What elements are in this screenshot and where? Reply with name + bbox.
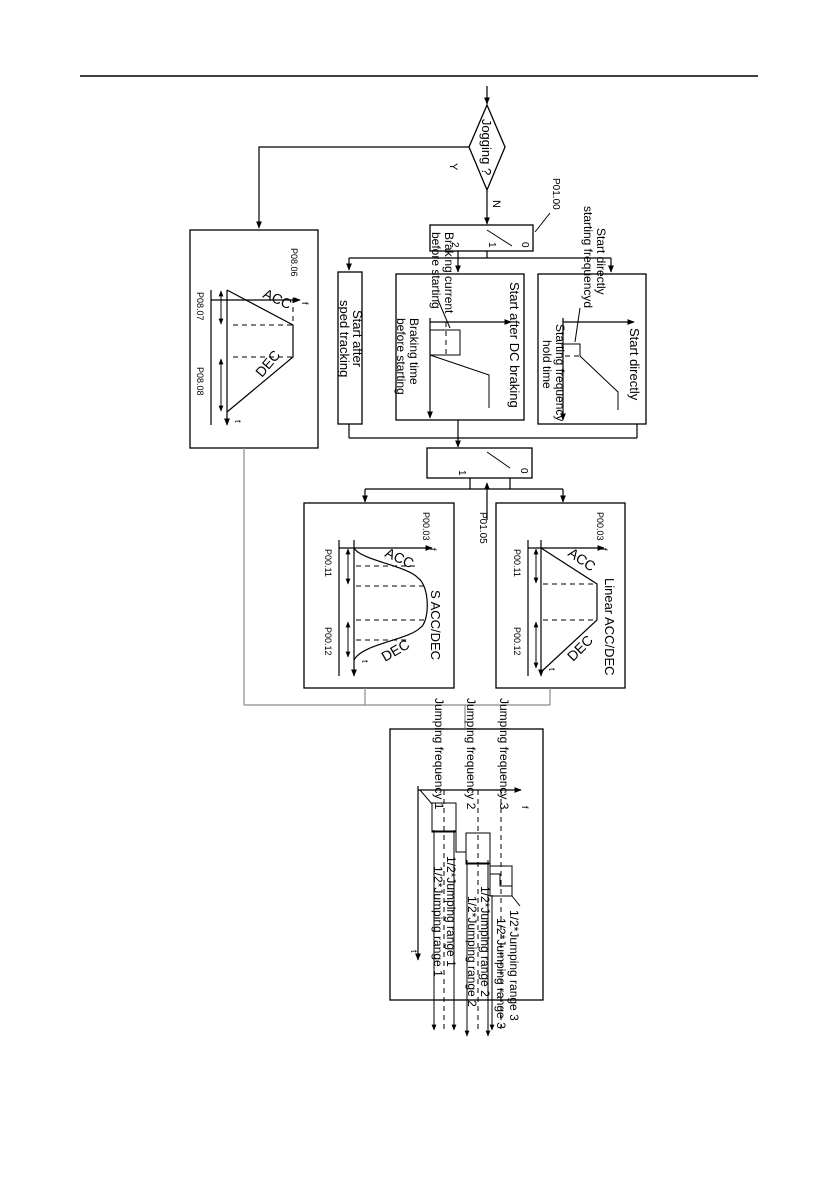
direct-hold-line2: hold time: [540, 340, 554, 389]
switch-two-label: 2: [449, 242, 460, 248]
lin-f-label: f: [599, 548, 609, 551]
jump-freq-2-label: Jumping frequency 2: [464, 698, 478, 810]
dc-time-line1: Braking time: [407, 318, 421, 385]
dc-current-line2: before starting: [429, 232, 443, 309]
jump-range-1-b: 1/2*Jumping range 1: [431, 866, 445, 977]
lin-t-label: t: [547, 668, 557, 671]
acc-switch-one: 1: [456, 470, 467, 476]
dc-pulse: [430, 329, 461, 356]
jump-freq-3-label: Jumping frequency 3: [497, 698, 511, 810]
direct-pointer: [574, 307, 581, 343]
switch-zero-label: 0: [519, 242, 530, 248]
jump-t-label: t: [409, 950, 419, 953]
direct-caption-line1: Start directly: [594, 228, 608, 295]
param-p01-05: P01.05: [477, 512, 488, 544]
dc-time-line2: before starting: [394, 318, 408, 395]
direct-caption-line2: starting frequencyd: [581, 206, 595, 308]
p01-00-pointer: [534, 212, 551, 233]
s-param-p00-11: P00.11: [323, 549, 333, 577]
jump-freq-1-label: Jumping frequency 1: [432, 698, 446, 810]
direct-title: Start directly: [627, 328, 642, 401]
dc-current-pointer: [437, 299, 451, 329]
start-mode-switch: [429, 224, 534, 252]
jog-t-label: t: [233, 420, 243, 423]
jump-range-2-b: 1/2*Jumping range 2: [465, 896, 479, 1007]
no-label: N: [490, 200, 502, 208]
jump-range-1-a: 1/2*Jumping range 1: [444, 856, 458, 967]
lin-param-p00-12: P00.12: [512, 627, 522, 656]
direct-curve: [563, 343, 619, 410]
jump-range-3-a: 1/2*Jumping range 3: [507, 910, 521, 1021]
param-p01-00: P01.00: [550, 178, 561, 210]
dc-ramp: [429, 354, 490, 408]
yes-label: Y: [447, 163, 459, 171]
start-direct-box: [537, 273, 647, 425]
s-param-p00-12: P00.12: [323, 627, 333, 656]
acc-switch-lever: [486, 451, 511, 469]
s-curve: [353, 547, 428, 661]
s-accdec-box: [303, 502, 455, 689]
switch-one-label: 1: [486, 242, 497, 248]
param-p08-08: P08.08: [195, 367, 205, 396]
yes-path: [256, 146, 469, 229]
lin-param-p00-11: P00.11: [512, 549, 522, 577]
param-p08-06: P08.06: [289, 248, 299, 277]
linear-accdec-box: [495, 502, 626, 689]
tracking-line2: sped tracking: [337, 300, 352, 377]
switch-lever: [486, 229, 513, 247]
s-param-p00-03: P00.03: [421, 512, 431, 541]
acc-mode-switch: [426, 447, 533, 479]
jog-f-label: f: [300, 302, 310, 305]
param-p08-07: P08.07: [195, 292, 205, 321]
tracking-line1: Start after: [350, 310, 365, 368]
s-t-label: t: [360, 660, 370, 663]
jogging-label: Jogging ?: [479, 119, 494, 175]
tracking-box: [337, 271, 363, 425]
acc-switch-zero: 0: [518, 468, 529, 474]
linear-title: Linear ACC/DEC: [602, 578, 617, 676]
s-f-label: f: [428, 548, 438, 551]
direct-hold-line1: Starting frequency: [553, 324, 567, 421]
dc-current-line1: Braking current: [442, 232, 456, 314]
jump-f-label: f: [520, 806, 530, 809]
jump-range-2-a: 1/2*Jumping range 2: [478, 886, 492, 997]
s-title: S ACC/DEC: [428, 590, 443, 660]
lin-param-p00-03: P00.03: [595, 512, 605, 541]
jog-curve: [226, 289, 294, 413]
lin-curve: [540, 547, 598, 673]
dc-title: Start after DC braking: [507, 282, 522, 408]
jump-range-3-b: 1/2*Jumping range 3: [494, 918, 508, 1029]
